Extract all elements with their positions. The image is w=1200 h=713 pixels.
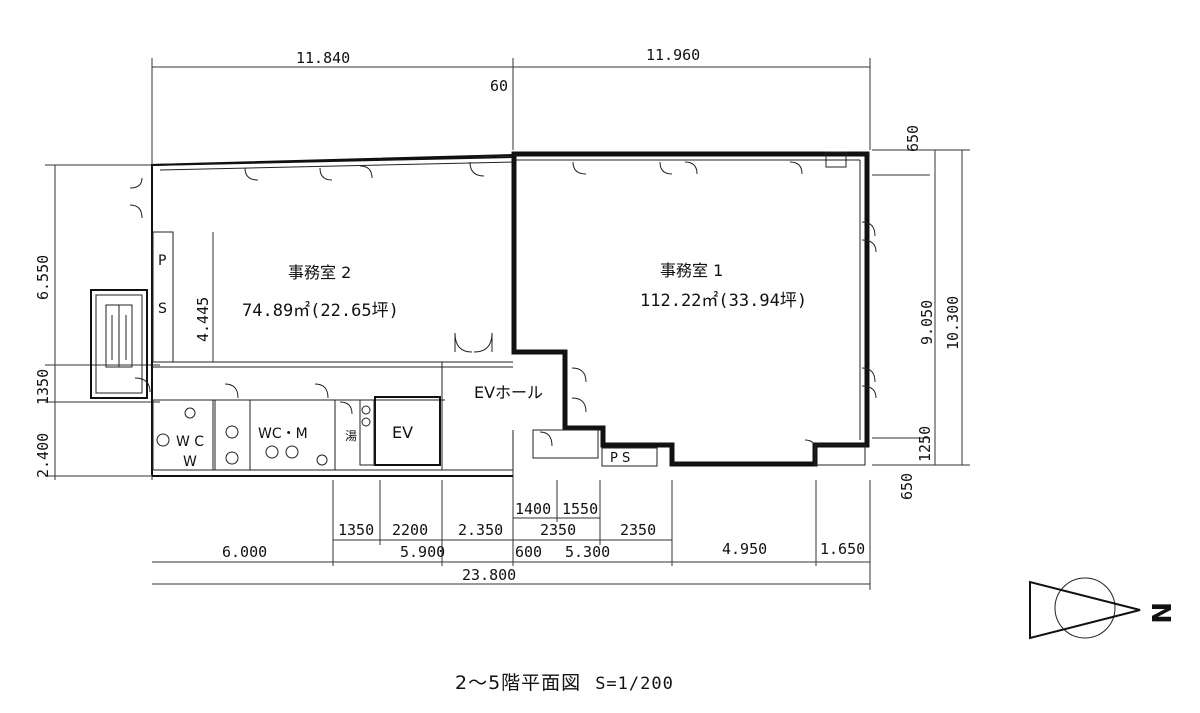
- left-dimension-lines: [45, 164, 214, 480]
- door-swings: [129, 161, 877, 453]
- floor-label: 2～5階平面図: [455, 672, 582, 694]
- right-dimension-lines: [872, 149, 970, 466]
- office-2-name: 事務室 2: [288, 263, 351, 282]
- ev-hall-label: EVホール: [474, 383, 543, 402]
- wc-w-label-top: W C: [176, 434, 204, 450]
- dim-bottom-r2-2: 2200: [392, 521, 428, 539]
- office-1-area: 112.22㎡(33.94坪): [640, 291, 807, 311]
- dim-top-right: 11.960: [646, 46, 700, 64]
- office-1-name: 事務室 1: [660, 261, 723, 280]
- drawing-caption: 2～5階平面図 S=1/200: [455, 668, 674, 695]
- dim-bottom-r3-6: 1.650: [820, 540, 865, 558]
- dim-bottom-r3-2: 5.900: [400, 543, 445, 561]
- dim-bottom-r3-1: 6.000: [222, 543, 267, 561]
- dim-inner-left: 4.445: [194, 297, 212, 342]
- north-arrow-icon: [1029, 580, 1141, 640]
- exterior-stair: [90, 289, 148, 399]
- dim-right-5: 650: [898, 473, 916, 500]
- ev-label: EV: [392, 423, 413, 442]
- dim-bottom-r1-1: 1400: [515, 500, 551, 518]
- dim-bottom-r2-5: 2350: [620, 521, 656, 539]
- utility-label: 湯: [345, 429, 357, 443]
- ps-left-label-s: S: [158, 301, 167, 317]
- dim-bottom-r3-3: 600: [515, 543, 542, 561]
- north-compass: [1029, 577, 1141, 640]
- dim-left-3: 2.400: [34, 433, 52, 478]
- office-1-outline: [511, 151, 870, 467]
- north-label: N: [1145, 602, 1175, 624]
- dim-right-4: 1250: [916, 426, 934, 462]
- toilet-fixtures: [156, 405, 371, 466]
- wc-w-label-bottom: W: [183, 454, 197, 470]
- dim-bottom-r2-3: 2.350: [458, 521, 503, 539]
- dim-right-1: 650: [904, 125, 922, 152]
- dim-right-2: 9.050: [918, 300, 936, 345]
- top-dimension-lines: [151, 58, 871, 480]
- ps-left-label-p: P: [158, 253, 166, 269]
- dim-top-small: 60: [490, 77, 508, 95]
- dim-bottom-r2-4: 2350: [540, 521, 576, 539]
- dim-left-2: 1350: [34, 369, 52, 405]
- ps-bottom-label: P S: [610, 451, 630, 466]
- dim-bottom-r2-1: 1350: [338, 521, 374, 539]
- bottom-dimension-lines: [152, 470, 871, 590]
- scale-label: S=1/200: [595, 674, 674, 694]
- dim-right-3: 10.300: [944, 296, 962, 350]
- dim-bottom-r3-5: 4.950: [722, 540, 767, 558]
- dim-bottom-r3-4: 5.300: [565, 543, 610, 561]
- dim-top-left: 11.840: [296, 49, 350, 67]
- office-2-area: 74.89㎡(22.65坪): [242, 301, 399, 321]
- service-core: [152, 151, 866, 471]
- dim-bottom-total: 23.800: [462, 566, 516, 584]
- dim-left-1: 6.550: [34, 255, 52, 300]
- wc-m-label: WC・M: [258, 426, 308, 442]
- dim-bottom-r1-2: 1550: [562, 500, 598, 518]
